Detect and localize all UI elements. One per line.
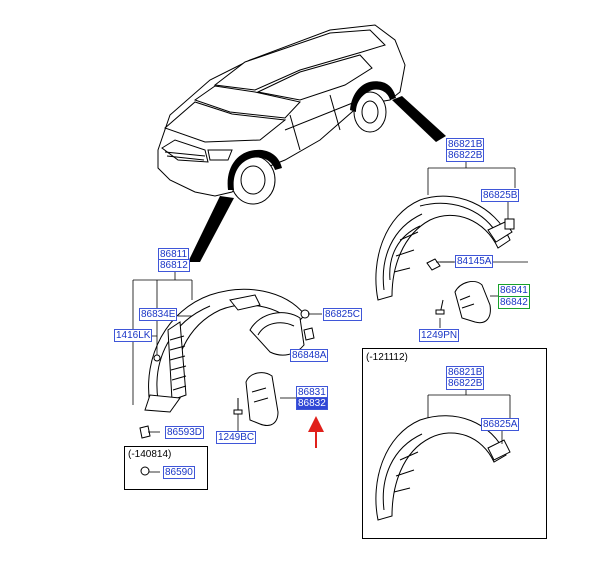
part-label-86593D[interactable]: 86593D [165,426,205,439]
early-version-note: (-121112) [366,352,408,363]
clip-icon [139,309,315,439]
rear-wheel-liner-icon [375,195,513,301]
nut-icon [140,466,150,476]
rear-arch-highlight [350,81,396,112]
part-label-1416LK[interactable]: 1416LK [114,329,153,342]
part-label-84145A[interactable]: 84145A [455,255,494,268]
front-inner-liner-icon [249,312,305,356]
part-label-86842[interactable]: 86842 [498,296,530,309]
early-version-box [362,348,547,539]
part-label-86848A[interactable]: 86848A [290,349,329,362]
front-arch-highlight [227,149,282,190]
part-label-86832[interactable]: 86832 [296,397,328,410]
part-label-86822B-rear[interactable]: 86822B [446,149,485,162]
front-callout-wedge [188,196,234,262]
mud-guard-icon [245,372,279,426]
old-version-box [124,446,208,490]
screw-icon [233,398,243,415]
screw-icon [435,299,445,315]
part-label-86825B[interactable]: 86825B [481,189,520,202]
part-label-1249PN[interactable]: 1249PN [419,329,460,342]
part-label-86811[interactable]: 86811 [158,248,190,261]
part-label-86812[interactable]: 86812 [158,259,190,272]
part-label-86834E[interactable]: 86834E [139,308,178,321]
inset-leader-lines [427,388,511,444]
suv-vehicle-icon [157,24,406,197]
mud-guard-icon [454,281,491,324]
part-label-86822B-inset[interactable]: 86822B [446,377,485,390]
rear-wheel-liner-icon [375,415,511,521]
part-label-1249BC[interactable]: 1249BC [216,431,257,444]
rear-callout-wedge [392,96,446,142]
rear-leader-lines [427,160,528,328]
part-label-86825C[interactable]: 86825C [323,308,363,321]
old-version-note: (-140814) [128,449,172,460]
part-label-86825A[interactable]: 86825A [481,418,520,431]
front-wheel-liner-icon [144,288,306,413]
part-label-86590[interactable]: 86590 [163,466,195,479]
